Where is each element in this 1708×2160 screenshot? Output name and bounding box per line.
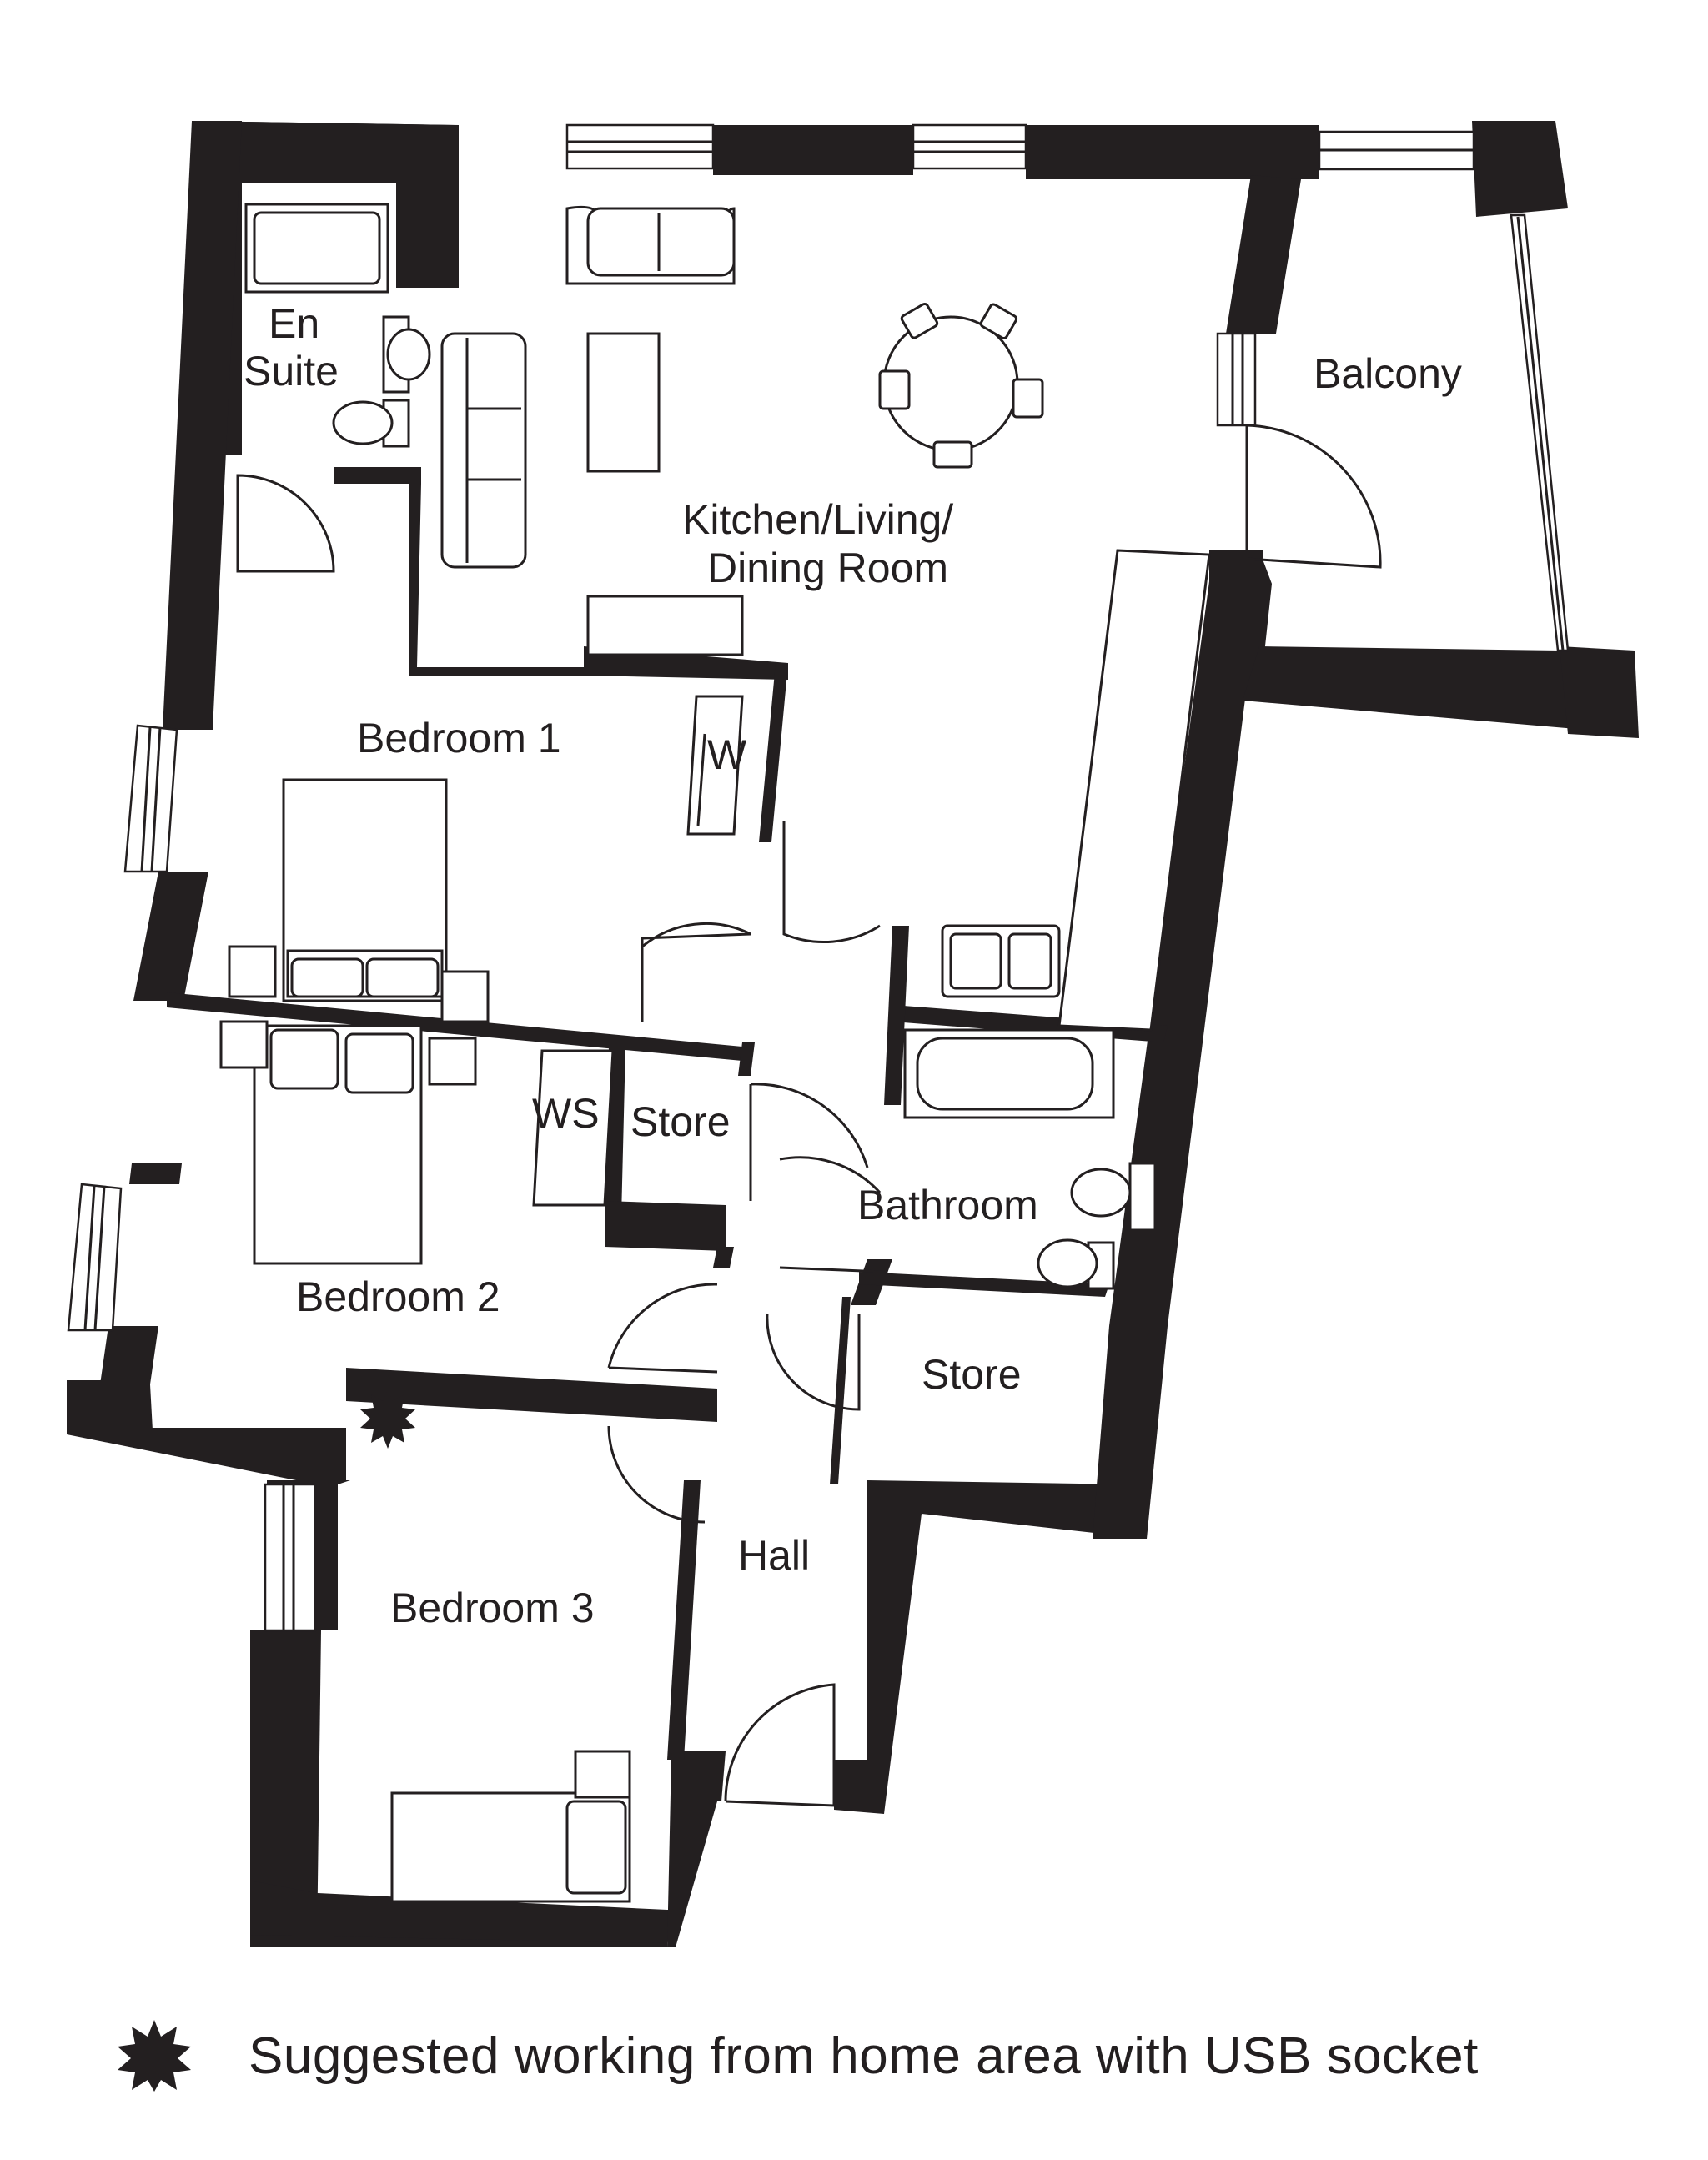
doors	[236, 424, 1382, 1807]
bedroom2-label: Bedroom 2	[296, 1273, 500, 1320]
hall-label: Hall	[738, 1532, 810, 1579]
store-small-label: Store	[630, 1098, 731, 1145]
walls	[67, 121, 1639, 1947]
kitchen-label-1: Kitchen/Living/	[682, 496, 953, 543]
wardrobe-label: W	[707, 731, 747, 778]
kitchen-label-2: Dining Room	[707, 545, 948, 591]
legend-text: Suggested working from home area with US…	[249, 2027, 1479, 2085]
windows	[67, 123, 1570, 1632]
store-right-label: Store	[922, 1351, 1022, 1398]
bedroom1-label: Bedroom 1	[357, 715, 561, 761]
balcony-label: Balcony	[1314, 350, 1462, 397]
star-burst-icon	[118, 2020, 191, 2092]
legend: Suggested working from home area with US…	[117, 2018, 1479, 2093]
en-suite-label-2: Suite	[244, 348, 339, 394]
furniture	[219, 203, 1211, 1903]
bathroom-label: Bathroom	[857, 1182, 1038, 1228]
floor-plan: En Suite Kitchen/Living/ Dining Room Bal…	[67, 121, 1639, 1947]
bedroom3-label: Bedroom 3	[390, 1585, 595, 1631]
ws-label: WS	[532, 1090, 600, 1137]
star-burst-icon	[360, 1389, 415, 1449]
room-labels: En Suite Kitchen/Living/ Dining Room Bal…	[244, 300, 1462, 1631]
en-suite-label-1: En	[269, 300, 319, 347]
